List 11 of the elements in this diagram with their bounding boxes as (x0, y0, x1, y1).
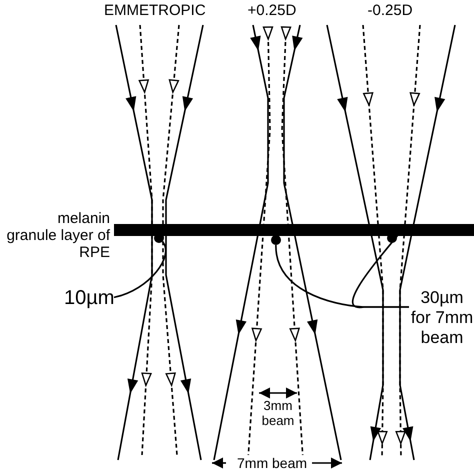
dimension-label: 3mm beam (260, 398, 296, 428)
column-heading: +0.25D (248, 2, 296, 19)
column-heading: EMMETROPIC (104, 2, 206, 19)
layer-label: melanin granule layer of RPE (6, 210, 110, 261)
focal-point-dot (387, 233, 397, 243)
measurement-label: 10µm (64, 287, 114, 310)
leader-line (114, 241, 166, 298)
dimension-label: 7mm beam (235, 455, 310, 471)
column-heading: -0.25D (368, 2, 413, 19)
focal-point-dot (271, 235, 281, 245)
measurement-label: 30µm for 7mm beam (410, 288, 474, 348)
